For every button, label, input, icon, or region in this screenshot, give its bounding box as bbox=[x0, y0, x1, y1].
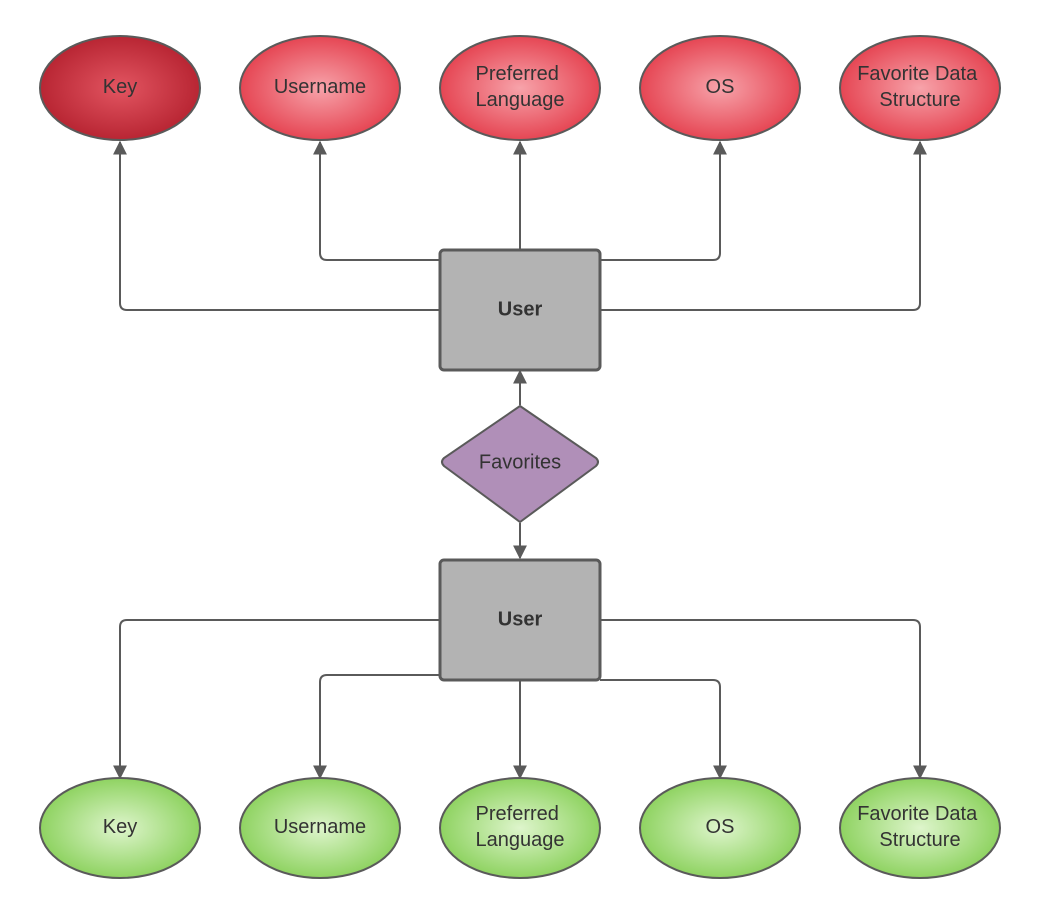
attribute-username-top: Username bbox=[239, 35, 401, 141]
connector-user-bottom-to-os bbox=[600, 679, 727, 780]
entity-user-top-label: User bbox=[498, 298, 543, 320]
attribute-key-top-label: Key bbox=[103, 76, 137, 98]
attribute-username-top-label: Username bbox=[274, 76, 366, 98]
attribute-favorite-data-structure-bottom-label: Favorite Data Structure bbox=[857, 803, 983, 851]
bottom-connectors bbox=[113, 619, 927, 780]
attribute-os-top: OS bbox=[639, 35, 801, 141]
connector-user-top-to-key bbox=[113, 140, 440, 311]
bottom-attributes: Key Username Preferred Language OS F bbox=[39, 777, 1001, 879]
attribute-os-bottom-label: OS bbox=[706, 816, 735, 838]
entity-user-bottom-label: User bbox=[498, 608, 543, 630]
attribute-os-bottom: OS bbox=[639, 777, 801, 879]
connector-user-bottom-to-favorite-data-structure bbox=[600, 619, 927, 780]
entity-user-top: User bbox=[438, 248, 602, 372]
entity-user-bottom: User bbox=[438, 558, 602, 682]
attribute-preferred-language-top: Preferred Language bbox=[439, 35, 601, 141]
connector-user-top-to-os bbox=[600, 140, 727, 261]
connector-user-top-to-favorite-data-structure bbox=[600, 140, 927, 311]
attribute-key-bottom-label: Key bbox=[103, 816, 137, 838]
attribute-username-bottom-label: Username bbox=[274, 816, 366, 838]
attribute-os-top-label: OS bbox=[706, 76, 735, 98]
connector-user-bottom-to-key bbox=[113, 619, 440, 780]
connector-user-bottom-to-username bbox=[313, 674, 440, 780]
top-attributes: Key Username Preferred Language OS F bbox=[39, 35, 1001, 141]
attribute-preferred-language-bottom-label: Preferred Language bbox=[476, 803, 565, 851]
attribute-preferred-language-top-label: Preferred Language bbox=[476, 63, 565, 111]
attribute-key-bottom: Key bbox=[39, 777, 201, 879]
top-connectors bbox=[113, 140, 927, 311]
attribute-key-top: Key bbox=[39, 35, 201, 141]
relationship-favorites-label: Favorites bbox=[479, 451, 561, 473]
attribute-username-bottom: Username bbox=[239, 777, 401, 879]
connector-user-top-to-username bbox=[313, 140, 440, 261]
attribute-favorite-data-structure-top: Favorite Data Structure bbox=[839, 35, 1001, 141]
attribute-favorite-data-structure-top-label: Favorite Data Structure bbox=[857, 63, 983, 111]
attribute-preferred-language-bottom: Preferred Language bbox=[439, 777, 601, 879]
attribute-favorite-data-structure-bottom: Favorite Data Structure bbox=[839, 777, 1001, 879]
relationship-favorites: Favorites bbox=[441, 404, 599, 524]
